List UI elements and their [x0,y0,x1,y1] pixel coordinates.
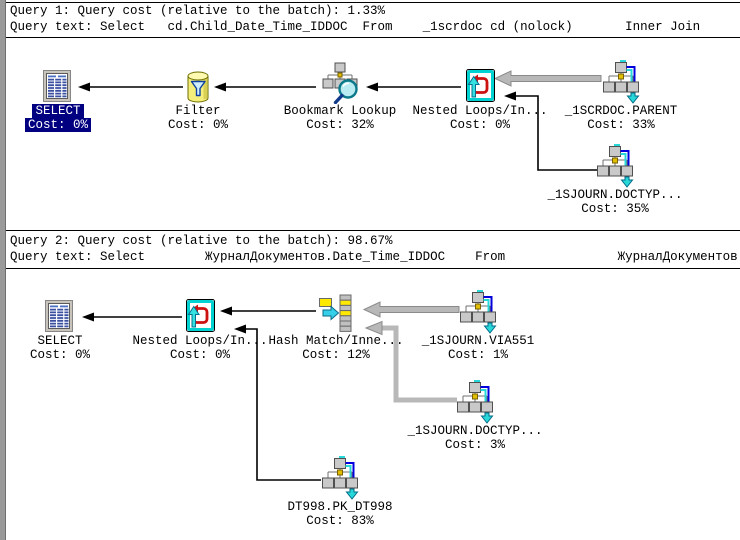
node-cost: Cost: 35% [581,202,649,216]
bookmark-lookup-icon [319,62,361,104]
nested-loops-icon [183,292,217,334]
filter-icon [183,62,213,104]
index-seek-icon [455,380,495,424]
result-grid-icon [45,292,75,334]
node-label: SELECT [37,334,83,348]
separator-top [6,2,740,3]
node-cost: Cost: 33% [587,118,655,132]
plan-node-select-q2[interactable]: SELECT Cost: 0% [0,292,145,362]
query2-title: Query 2: Query cost (relative to the bat… [10,234,393,248]
node-cost: Cost: 12% [302,348,370,362]
node-label: Nested Loops/In... [412,104,548,118]
query2-text: Query text: Select ЖурналДокументов.Date… [10,250,738,264]
index-seek-icon [595,144,635,188]
node-label: _1SJOURN.DOCTYP... [547,188,683,202]
node-cost: Cost: 0% [24,118,91,132]
nested-loops-icon [463,62,497,104]
index-seek-icon [320,456,360,500]
result-grid-icon [43,62,73,104]
plan-node-select[interactable]: SELECT Cost: 0% [0,62,143,132]
node-label: Bookmark Lookup [283,104,397,118]
node-label: Filter [175,104,221,118]
plan-node-1scrdoc-parent[interactable]: _1SCRDOC.PARENT Cost: 33% [536,60,706,132]
plan-node-dt998-pk[interactable]: DT998.PK_DT998 Cost: 83% [255,456,425,528]
plan-node-bookmark-lookup[interactable]: Bookmark Lookup Cost: 32% [255,62,425,132]
query1-title: Query 1: Query cost (relative to the bat… [10,4,386,18]
node-cost: Cost: 1% [447,348,508,362]
node-cost: Cost: 83% [306,514,374,528]
node-cost: Cost: 0% [169,348,230,362]
plan-node-1sjourn-doctyp[interactable]: _1SJOURN.DOCTYP... Cost: 35% [530,144,700,216]
separator-q1-q2 [6,230,740,231]
index-seek-icon [458,290,498,334]
hash-match-icon [318,292,354,334]
plan-node-hash-match[interactable]: Hash Match/Inne... Cost: 12% [251,292,421,362]
node-label: _1SCRDOC.PARENT [564,104,678,118]
plan-node-nested-loops[interactable]: Nested Loops/In... Cost: 0% [395,62,565,132]
plan-node-filter[interactable]: Filter Cost: 0% [113,62,283,132]
plan-node-nested-loops-q2[interactable]: Nested Loops/In... Cost: 0% [115,292,285,362]
node-label: SELECT [32,104,84,118]
separator-q1-header [6,37,740,38]
node-label: DT998.PK_DT998 [287,500,393,514]
plan-node-1sjourn-via551[interactable]: _1SJOURN.VIA551 Cost: 1% [393,290,563,362]
node-cost: Cost: 0% [449,118,510,132]
node-cost: Cost: 3% [444,438,505,452]
left-border-strip [0,0,6,540]
query1-text: Query text: Select cd.Child_Date_Time_ID… [10,20,701,34]
node-label: Hash Match/Inne... [268,334,404,348]
node-label: _1SJOURN.VIA551 [421,334,535,348]
index-seek-icon [601,60,641,104]
node-cost: Cost: 0% [29,348,90,362]
node-cost: Cost: 32% [306,118,374,132]
plan-node-1sjourn-doctyp-q2[interactable]: _1SJOURN.DOCTYP... Cost: 3% [390,380,560,452]
separator-q2-header [6,268,740,269]
node-cost: Cost: 0% [167,118,228,132]
node-label: Nested Loops/In... [132,334,268,348]
node-label: _1SJOURN.DOCTYP... [407,424,543,438]
